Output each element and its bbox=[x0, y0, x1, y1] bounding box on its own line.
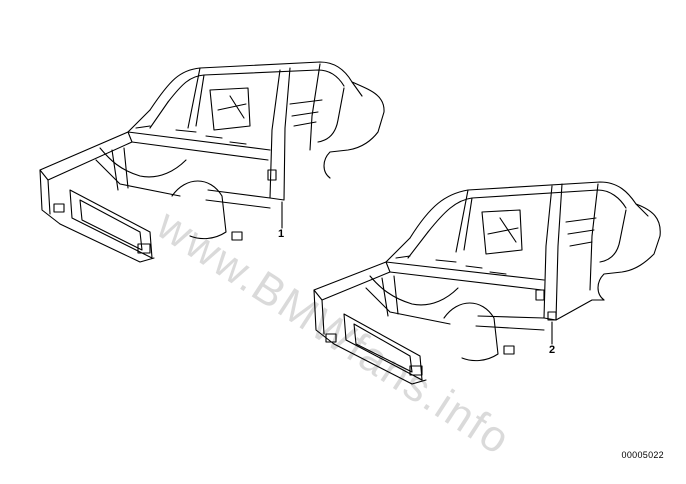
front-frame bbox=[313, 261, 391, 301]
windshield-frame bbox=[385, 231, 429, 263]
firewall bbox=[385, 261, 545, 291]
rear-quarter bbox=[323, 81, 385, 179]
radiator-support bbox=[343, 313, 423, 381]
windshield-frame bbox=[127, 101, 169, 133]
door-opening bbox=[269, 67, 291, 201]
front-wheel-arch bbox=[171, 180, 227, 240]
roof-outline bbox=[149, 61, 363, 111]
rear-quarter bbox=[597, 203, 661, 301]
side-sill bbox=[205, 189, 285, 209]
firewall bbox=[127, 131, 271, 161]
front-wheel-arch bbox=[443, 302, 499, 362]
side-sill bbox=[475, 315, 557, 331]
roof-outline bbox=[409, 181, 649, 239]
reference-code: 00005022 bbox=[621, 450, 664, 460]
b-pillar bbox=[543, 183, 563, 321]
callout-1: 1 bbox=[278, 228, 285, 240]
front-frame bbox=[39, 131, 133, 181]
callout-2: 2 bbox=[549, 344, 556, 356]
body-shell-2-door bbox=[39, 61, 385, 263]
c-pillar bbox=[589, 183, 599, 291]
body-shell-4-door bbox=[313, 181, 661, 385]
